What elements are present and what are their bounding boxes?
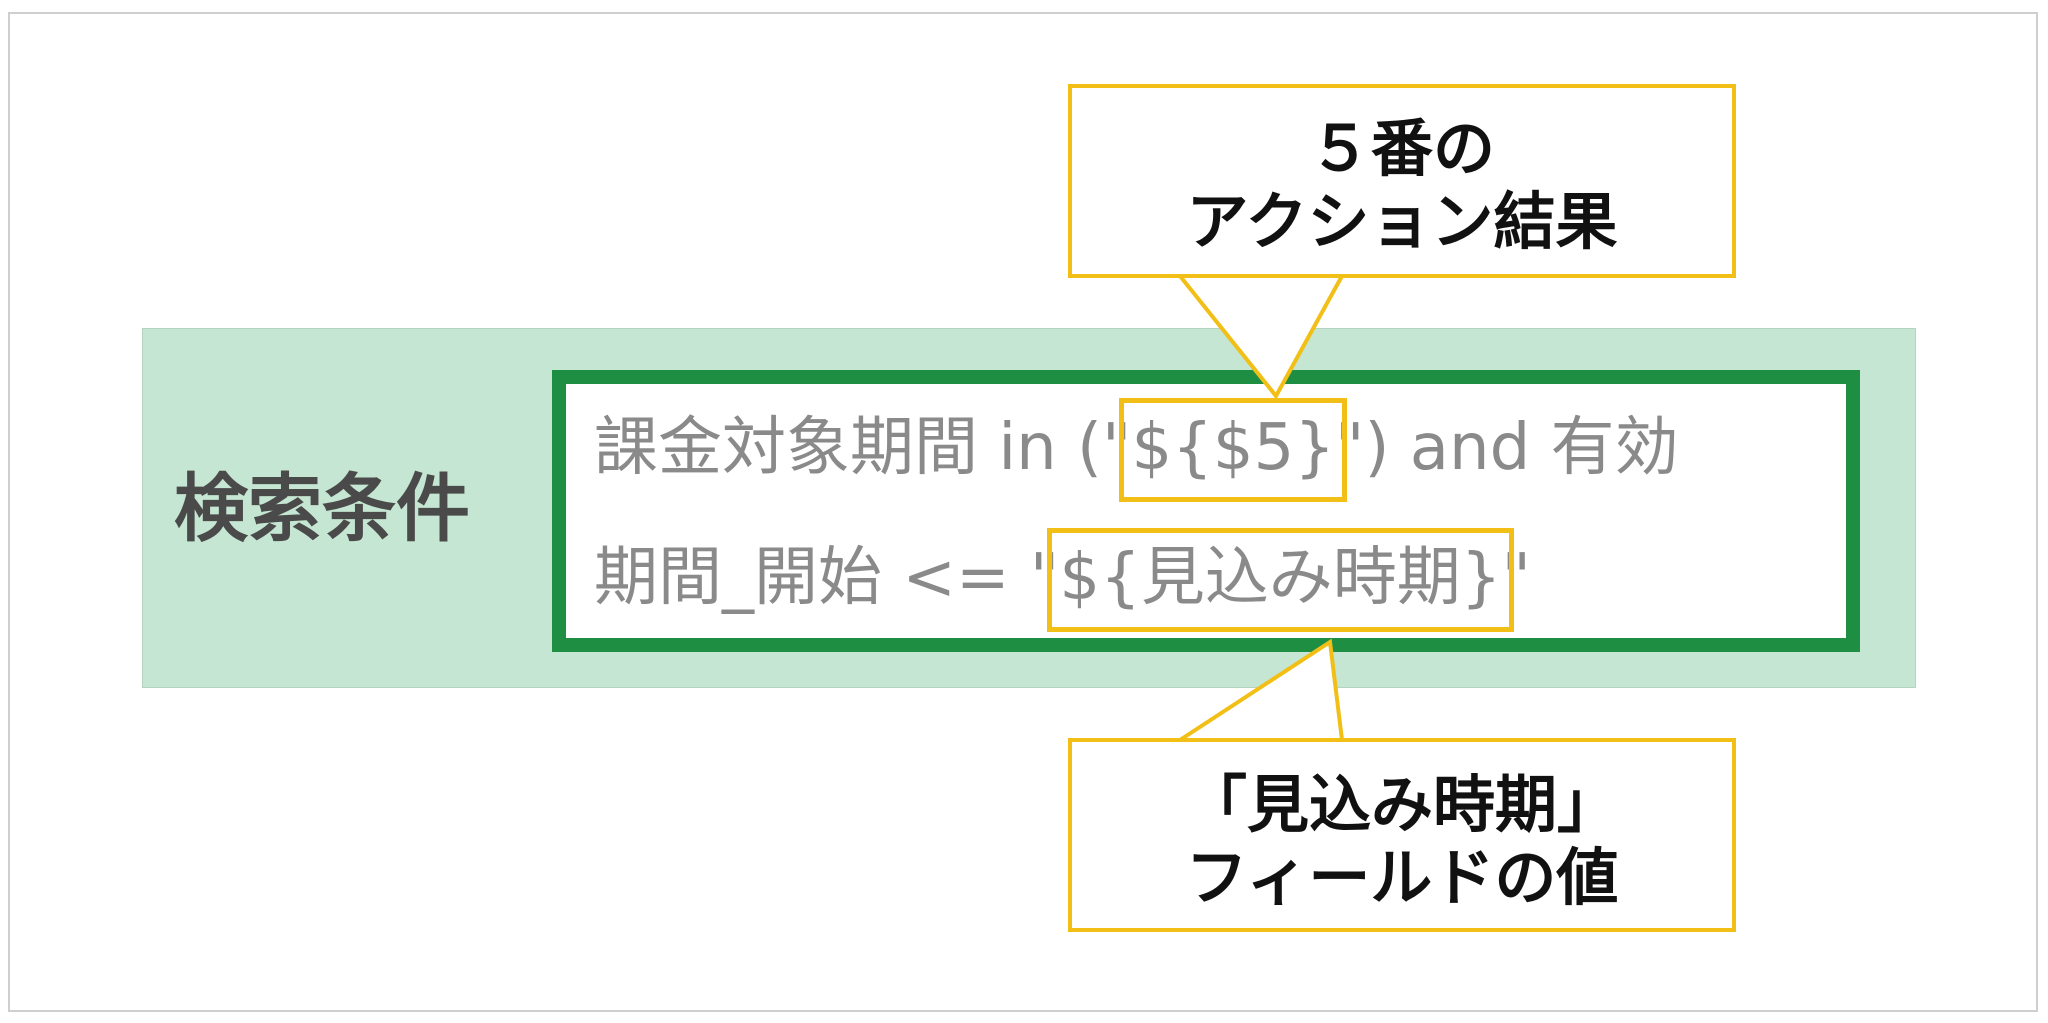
action-result-token: ${$5} [1119, 398, 1347, 502]
search-condition-input[interactable] [552, 370, 1860, 652]
query-line-2: 期間_開始 <= "${見込み時期}" [594, 528, 1531, 632]
field-value-token: ${見込み時期} [1047, 528, 1514, 632]
callout-line: 「見込み時期」 [1184, 768, 1619, 841]
action-result-callout: ５番の アクション結果 [1068, 84, 1736, 278]
callout-line: フィールドの値 [1185, 841, 1619, 915]
callout-line: アクション結果 [1186, 185, 1618, 259]
query-text-segment: 課金対象期間 in (" [594, 411, 1132, 485]
search-condition-label: 検索条件 [174, 466, 470, 552]
query-text-segment: ") and 有効 [1335, 411, 1679, 485]
callout-line: ５番の [1308, 112, 1495, 185]
query-text-segment: " [1501, 541, 1531, 615]
field-value-callout: 「見込み時期」 フィールドの値 [1068, 738, 1736, 932]
query-text-segment: 期間_開始 <= " [594, 541, 1060, 615]
query-line-1: 課金対象期間 in ("${$5}") and 有効 [594, 398, 1679, 502]
